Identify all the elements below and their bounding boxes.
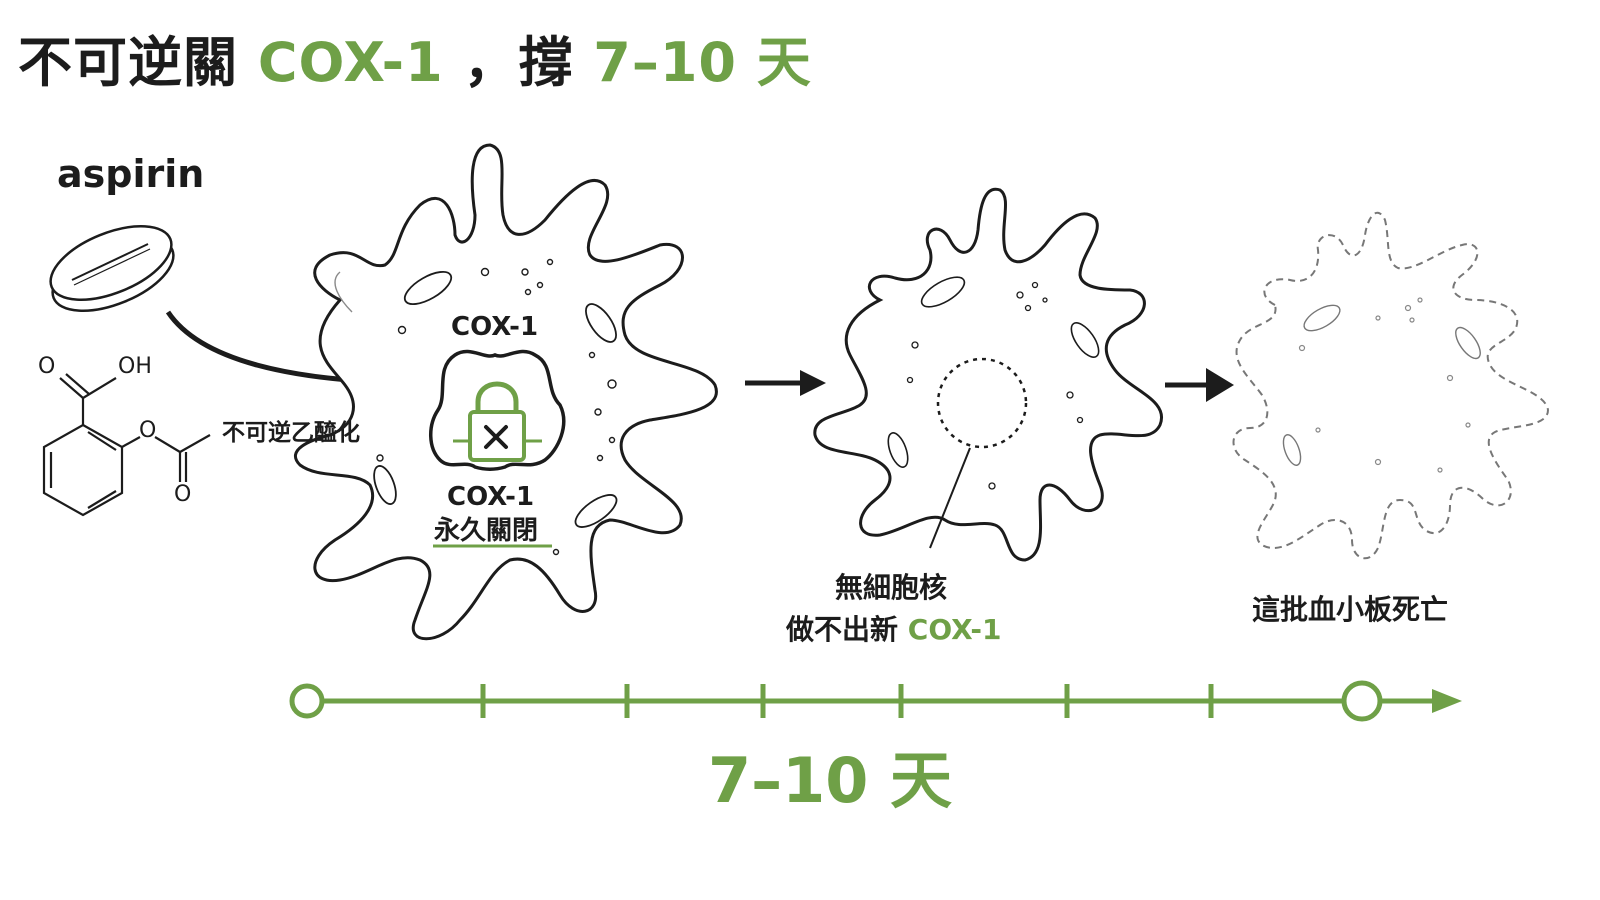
title-part-1: 不可逆關 [18, 31, 238, 94]
chem-ester-o: O [139, 418, 157, 443]
aspirin-label: aspirin [57, 152, 205, 196]
no-new-cox1-prefix: 做不出新 [786, 613, 899, 646]
padlock-icon [453, 381, 542, 462]
chem-hydroxyl: OH [118, 354, 152, 379]
timeline-days-label: 7–10 天 [708, 744, 953, 817]
cox1-label: COX-1 [451, 312, 539, 342]
cox1-off-label: COX-1 [447, 482, 535, 512]
title-part-3: ，撐 [463, 31, 574, 94]
arrow-right-icon [745, 370, 826, 396]
aspirin-structure-icon [42, 373, 211, 517]
title-part-cox1: COX-1 [257, 31, 444, 94]
timeline [289, 680, 1462, 722]
no-nucleus-label: 無細胞核 [835, 571, 948, 604]
no-new-cox1-label: 做不出新 COX-1 [786, 608, 1002, 648]
acetylation-label: 不可逆乙醯化 [222, 420, 360, 446]
aspirin-pill-icon [49, 225, 175, 312]
permanently-off-label: 永久關閉 [434, 516, 539, 546]
title-part-days: 7–10 天 [593, 31, 812, 94]
chem-acetyl-o: O [174, 482, 192, 507]
chem-carbonyl-o: O [38, 354, 56, 379]
missing-nucleus-icon [936, 357, 1028, 449]
arrow-right-icon-2 [1165, 368, 1234, 402]
no-new-cox1-green: COX-1 [907, 613, 1002, 646]
page-title: 不可逆關 COX-1 ，撐 7–10 天 [18, 28, 812, 98]
platelet-no-nucleus-icon [813, 187, 1164, 562]
platelet-dead-icon [1232, 211, 1550, 560]
platelet-death-label: 這批血小板死亡 [1252, 593, 1449, 626]
